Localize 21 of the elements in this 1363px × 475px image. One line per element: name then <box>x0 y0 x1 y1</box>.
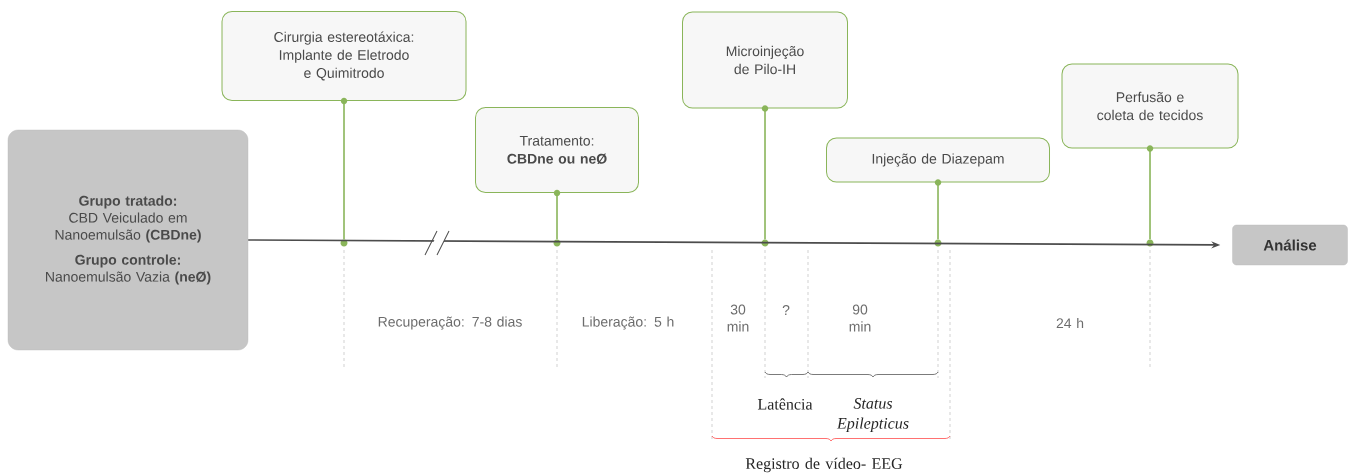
time-label: 30 min <box>727 304 749 332</box>
group-box: Grupo tratado: CBD Veiculado em Nanoemulsão (CBDne) Grupo controle: Nanoemulsão Vazia (neØ) <box>7 129 249 351</box>
time-label: Liberação: 5 h <box>582 316 674 330</box>
period-label: Registro de vídeo- EEG <box>745 457 903 473</box>
event-box: Cirurgia estereotáxica: Implante de Eletrodo e Quimitrodo <box>221 11 467 105</box>
stem-line <box>556 192 558 241</box>
event-box: Tratamento: CBDne ou neØ <box>475 107 639 197</box>
time-label: Recuperação: 7-8 dias <box>378 316 522 330</box>
result-box: Análise <box>1232 224 1348 266</box>
period-label: Latência <box>757 398 813 410</box>
stem-line <box>764 107 766 241</box>
time-label: 90 min <box>849 304 871 332</box>
event-box: Injeção de Diazepam <box>826 137 1050 186</box>
event-box: Microinjeção de Pilo-IH <box>682 11 848 112</box>
event-box: Perfusão e coleta de tecidos <box>1061 63 1239 152</box>
period-label: Status Epilepticus <box>836 398 909 432</box>
time-label: 24 h <box>1056 317 1084 329</box>
stem-line <box>937 181 939 241</box>
time-label: ? <box>782 305 790 315</box>
stem-line <box>1149 147 1151 241</box>
stem-line <box>343 100 345 241</box>
